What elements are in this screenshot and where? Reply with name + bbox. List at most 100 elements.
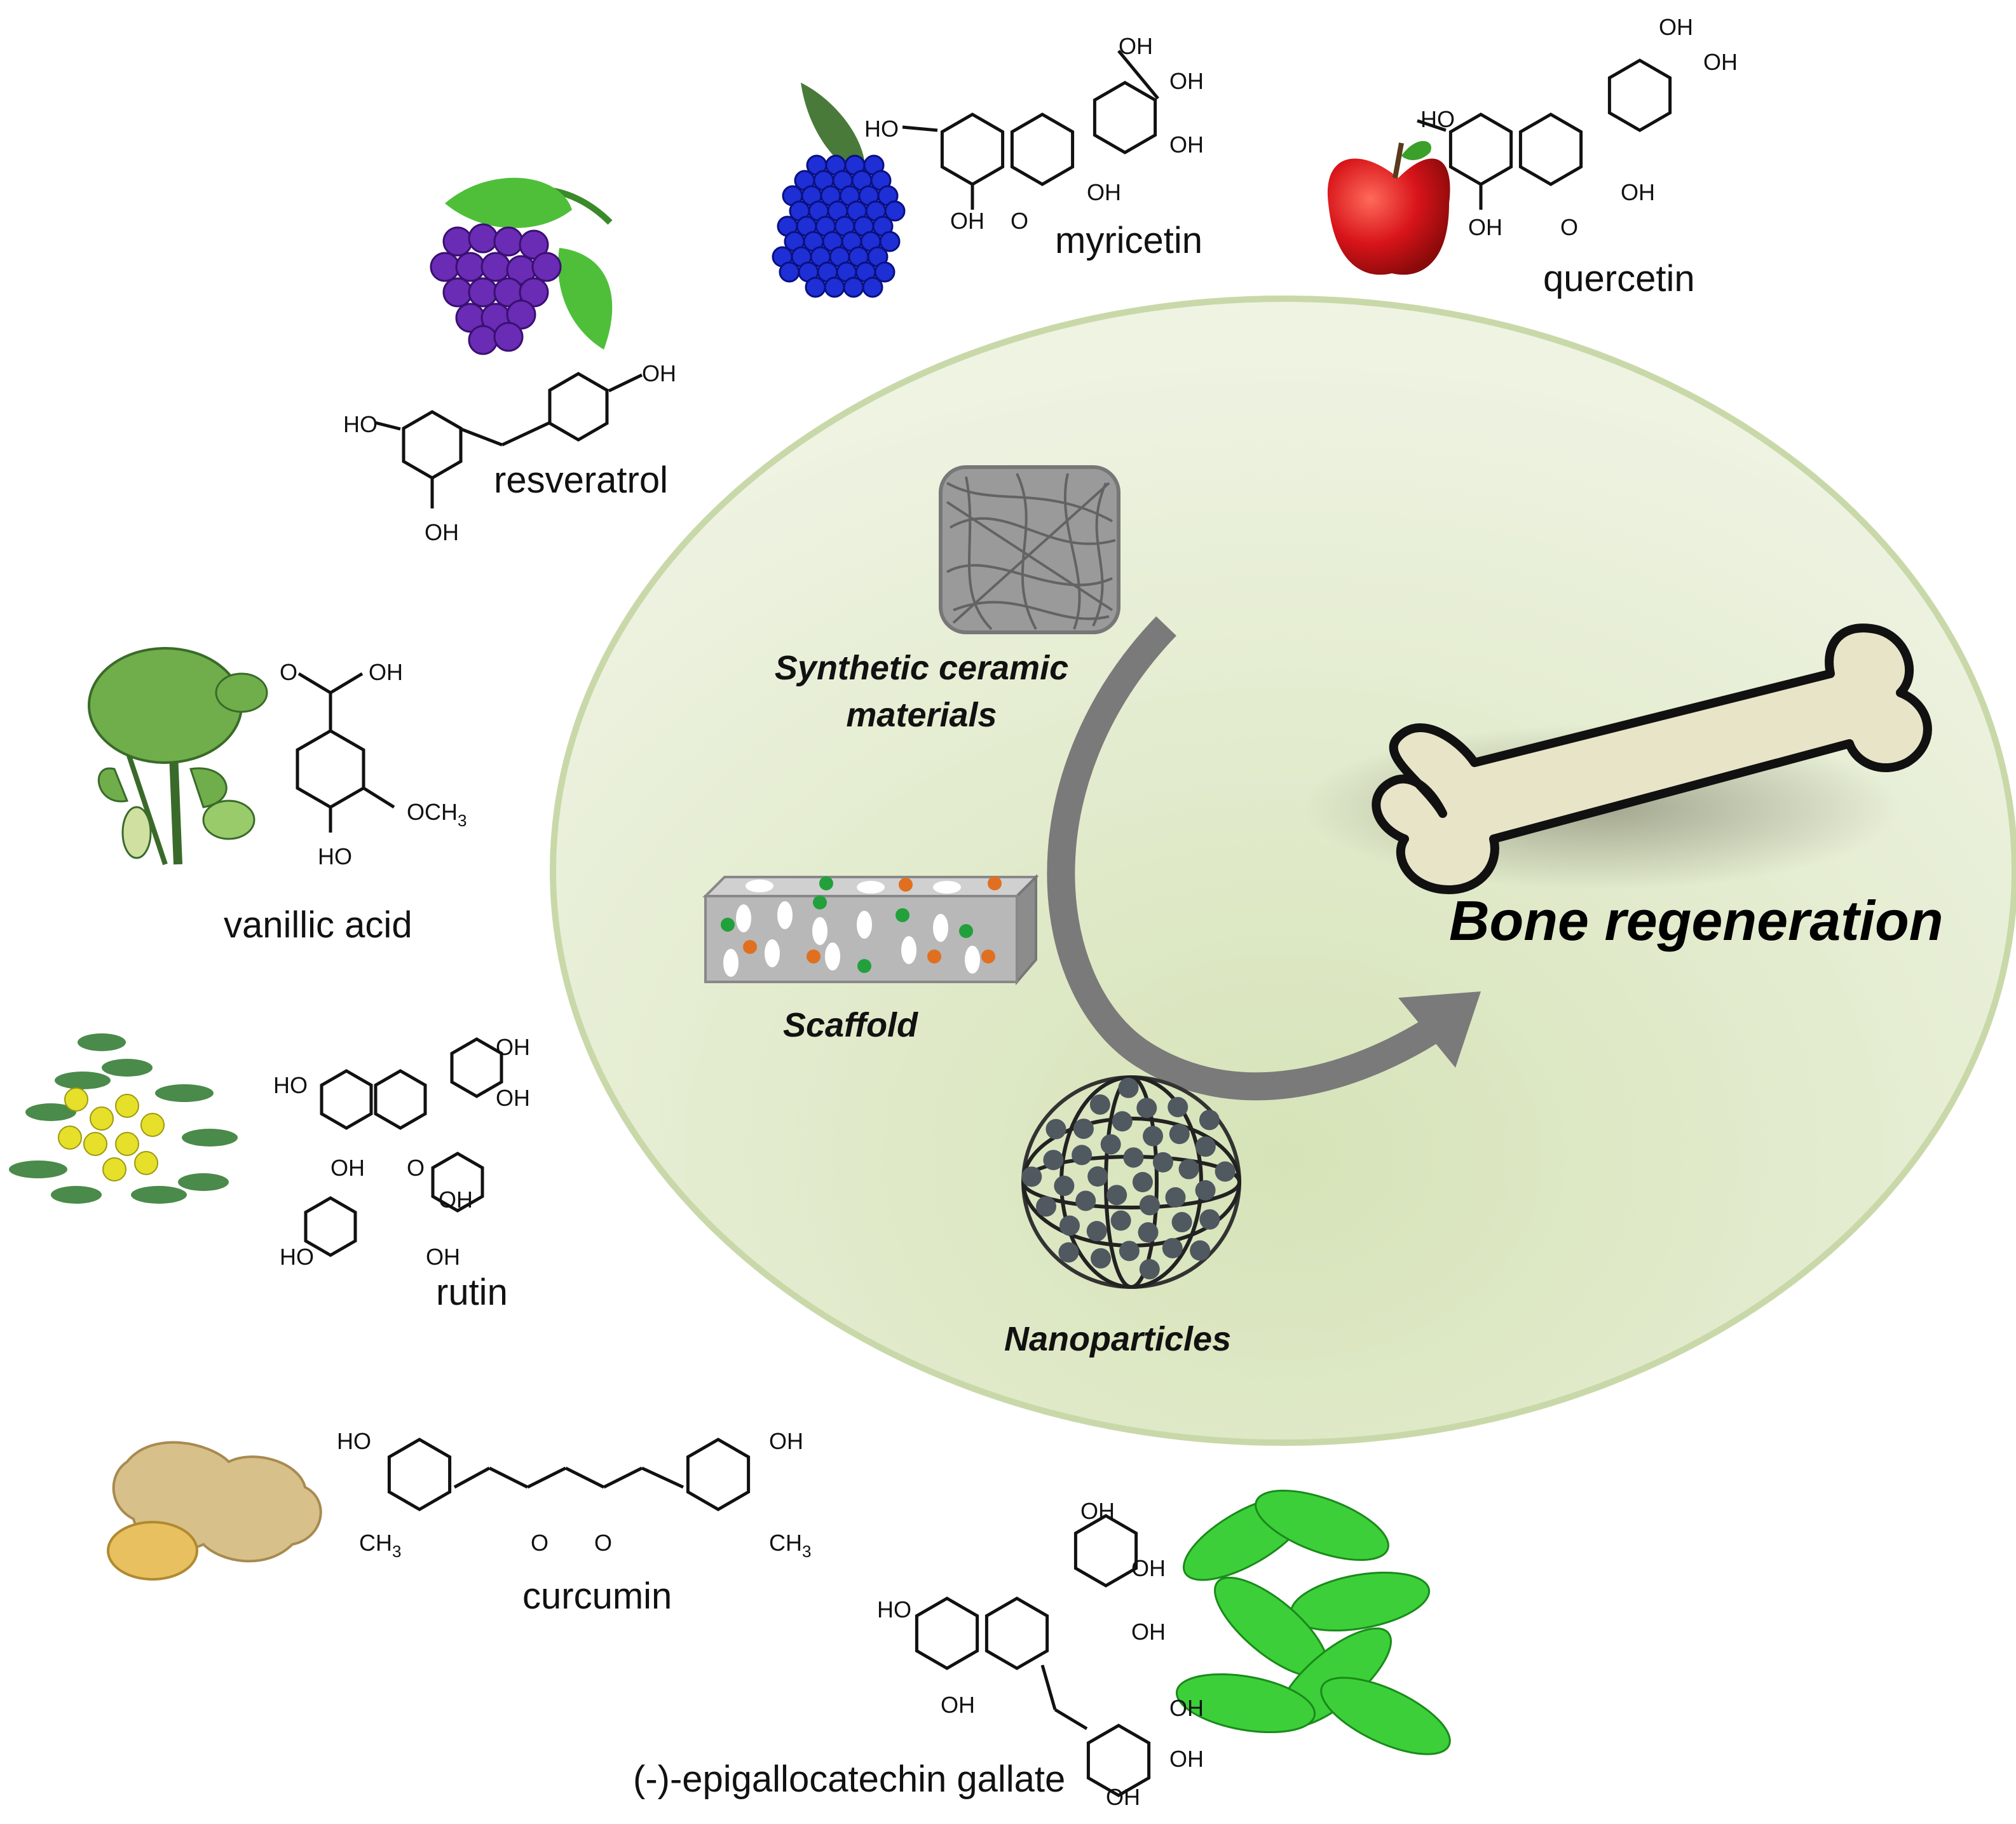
chem-ring bbox=[940, 112, 1005, 186]
chem-group-label: HO bbox=[318, 843, 352, 869]
chem-ring bbox=[450, 1037, 503, 1098]
fullerene-node bbox=[1110, 1210, 1131, 1231]
chem-bond bbox=[460, 427, 503, 447]
fullerene-node bbox=[1152, 1152, 1173, 1173]
process-arrow bbox=[1047, 616, 1451, 1101]
fullerene-node bbox=[1058, 1242, 1079, 1263]
bone-icon bbox=[1303, 623, 1932, 894]
chem-ring bbox=[686, 1438, 751, 1511]
chem-group-label: OH bbox=[941, 1692, 975, 1718]
chem-group-label: OH bbox=[369, 659, 403, 685]
chem-group-label: OCH3 bbox=[407, 799, 467, 830]
berry-drupelet bbox=[779, 261, 800, 283]
scaffold-block-icon bbox=[702, 874, 1039, 986]
chem-ring bbox=[548, 372, 609, 442]
grape-berry bbox=[480, 252, 511, 282]
chem-group-label: OH bbox=[1169, 68, 1204, 94]
chem-group-label: OH bbox=[1621, 179, 1655, 205]
fullerene-node bbox=[1162, 1237, 1183, 1258]
fullerene-node bbox=[1132, 1172, 1153, 1192]
tea-leaf bbox=[1320, 1677, 1451, 1755]
grape-berry bbox=[493, 226, 524, 257]
chem-group-label: OH bbox=[1119, 33, 1153, 59]
rue-leaf bbox=[178, 1173, 229, 1191]
label-quercetin: quercetin bbox=[1543, 258, 1695, 299]
rue-leaf bbox=[78, 1033, 126, 1051]
chem-bond bbox=[641, 1466, 684, 1489]
rue-flower bbox=[115, 1132, 139, 1156]
fullerene-node bbox=[1123, 1147, 1144, 1168]
chem-bond bbox=[608, 373, 643, 393]
chem-subscript: 3 bbox=[392, 1542, 401, 1561]
grape-berry bbox=[519, 277, 549, 308]
fullerene-node bbox=[1169, 1124, 1190, 1145]
chem-group-label: OH bbox=[1468, 214, 1502, 240]
fullerene-node bbox=[1118, 1077, 1139, 1098]
chem-group-label: OH bbox=[1131, 1555, 1166, 1581]
chem-group-label: OH bbox=[425, 519, 459, 545]
fullerene-node bbox=[1139, 1195, 1160, 1216]
fullerene-node bbox=[1054, 1175, 1075, 1196]
tea-leaf bbox=[1255, 1489, 1389, 1562]
chem-group-label: OH bbox=[496, 1085, 530, 1111]
chem-ring bbox=[1010, 112, 1075, 186]
fullerene-node bbox=[1021, 1166, 1042, 1187]
chem-group-label: OH bbox=[1080, 1498, 1115, 1524]
fullerene-node bbox=[1087, 1166, 1108, 1187]
grape-berry bbox=[468, 223, 498, 254]
chem-bond bbox=[374, 421, 401, 431]
grape-berry bbox=[442, 277, 473, 308]
fullerene-node bbox=[1073, 1119, 1094, 1140]
fullerene-node bbox=[1119, 1241, 1140, 1262]
chem-bond bbox=[453, 1466, 491, 1489]
chem-ring bbox=[374, 1069, 427, 1130]
chem-group-label: O bbox=[280, 659, 297, 685]
chem-group-label: OH bbox=[642, 360, 676, 386]
chem-group-label: HO bbox=[343, 411, 378, 437]
chem-ring bbox=[1518, 112, 1583, 186]
chem-group-label: OH bbox=[330, 1155, 365, 1181]
rue-flower bbox=[58, 1126, 82, 1150]
label-resveratrol: resveratrol bbox=[494, 459, 668, 501]
chem-group-label: OH bbox=[1169, 1746, 1204, 1772]
fullerene-node bbox=[1100, 1134, 1121, 1155]
rue-flower bbox=[64, 1087, 88, 1112]
process-arrowhead bbox=[1398, 991, 1481, 1068]
chem-ring bbox=[1607, 58, 1672, 132]
label-scaffold: Scaffold bbox=[783, 1006, 918, 1044]
chemical-structures bbox=[296, 50, 1672, 1797]
fiber-mesh-icon bbox=[939, 465, 1120, 634]
fullerene-node bbox=[1165, 1187, 1186, 1208]
label-synthetic-ceramic-line2: materials bbox=[846, 696, 997, 734]
chem-ring bbox=[431, 1152, 484, 1213]
chem-ring bbox=[296, 729, 365, 809]
chem-bond bbox=[603, 1466, 643, 1489]
chem-group-label: OH bbox=[950, 208, 984, 234]
chem-bond bbox=[297, 672, 332, 695]
grape-berry bbox=[442, 226, 473, 257]
chem-subscript: 3 bbox=[458, 811, 467, 830]
fullerene-node bbox=[1143, 1126, 1164, 1147]
chem-group-label: OH bbox=[1703, 49, 1738, 75]
chem-ring bbox=[915, 1596, 979, 1670]
chem-bond bbox=[902, 125, 938, 132]
fullerene-node bbox=[1072, 1145, 1093, 1166]
rue-flower bbox=[134, 1151, 158, 1175]
label-bone-regeneration: Bone regeneration bbox=[1449, 889, 1944, 952]
label-nanoparticles: Nanoparticles bbox=[1004, 1320, 1232, 1358]
chem-group-label: CH3 bbox=[769, 1530, 811, 1561]
fullerene-node bbox=[1168, 1096, 1188, 1117]
apple-icon bbox=[1327, 140, 1450, 275]
grape-berry bbox=[455, 252, 486, 282]
chem-group-label: OH bbox=[769, 1428, 803, 1454]
chem-group-label: O bbox=[531, 1530, 548, 1556]
chem-group-label: OH bbox=[439, 1187, 473, 1213]
rue-leaf bbox=[131, 1186, 187, 1204]
rue-flower bbox=[115, 1094, 139, 1118]
grape-berry bbox=[493, 322, 524, 352]
rue-leaf bbox=[51, 1186, 102, 1204]
chem-group-label: HO bbox=[337, 1428, 371, 1454]
grape-berry bbox=[430, 252, 460, 282]
chem-group-label: O bbox=[407, 1155, 425, 1181]
